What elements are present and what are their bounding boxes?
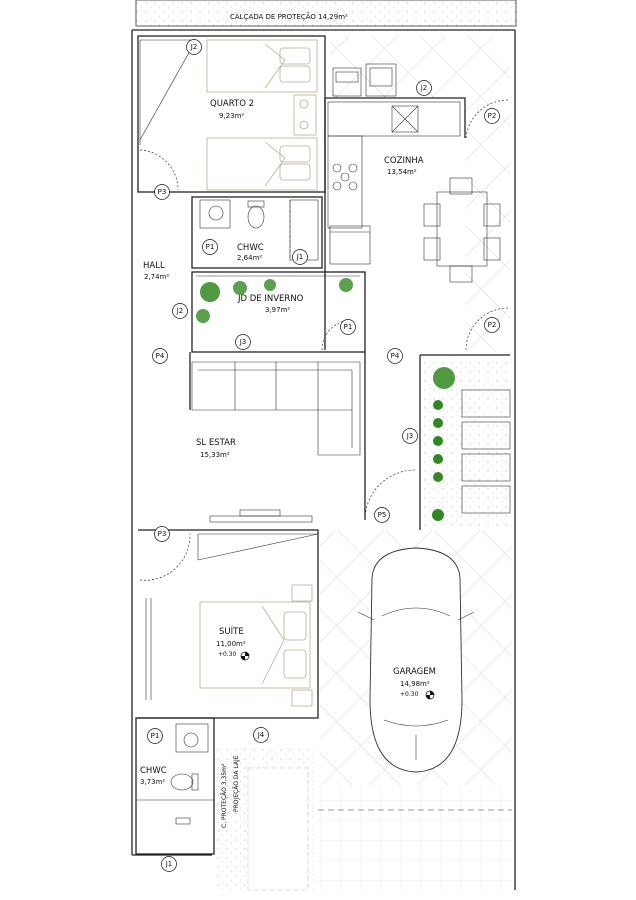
jardim-name: JD DE INVERNO bbox=[237, 294, 304, 304]
level-marker-icon bbox=[240, 651, 250, 661]
outer-walls bbox=[131, 29, 516, 890]
side-garden bbox=[419, 354, 511, 530]
tag-j1-bottom: J1 bbox=[161, 856, 177, 872]
estar-area: 15,33m² bbox=[200, 451, 230, 459]
estar-name: SL ESTAR bbox=[196, 438, 236, 448]
room-garagem: GARAGEM 14,98m² +0.30 bbox=[320, 530, 512, 785]
cozinha-area: 13,54m² bbox=[387, 168, 417, 176]
sidewalk-strip: CALÇADA DE PROTEÇÃO 14,29m² bbox=[135, 0, 517, 27]
tag-p2-mid: P2 bbox=[484, 317, 500, 333]
tag-p2-top: P2 bbox=[484, 108, 500, 124]
protection-note: C. PROTEÇÃO 3,35m² bbox=[221, 763, 228, 828]
svg-text:J2: J2 bbox=[190, 43, 198, 51]
hall-area: 2,74m² bbox=[144, 273, 169, 281]
suite-name: SUÍTE bbox=[219, 625, 244, 637]
svg-text:P1: P1 bbox=[344, 323, 353, 331]
tag-p3-suite: P3 bbox=[154, 526, 170, 542]
level-marker-icon bbox=[425, 690, 435, 700]
room-chwc-bottom: CHWC 3,73m² bbox=[135, 717, 215, 855]
svg-text:P3: P3 bbox=[158, 188, 167, 196]
tag-p4-left: P4 bbox=[152, 348, 168, 364]
svg-text:P5: P5 bbox=[378, 511, 387, 519]
tag-j2-jardim: J2 bbox=[172, 303, 188, 319]
svg-text:P4: P4 bbox=[391, 352, 400, 360]
plant-icon bbox=[432, 367, 455, 521]
garagem-area: 14,98m² bbox=[400, 680, 430, 688]
tag-j2-quarto: J2 bbox=[186, 39, 202, 55]
tag-j3-jardim: J3 bbox=[235, 334, 251, 350]
tag-p1-bath: P1 bbox=[147, 728, 163, 744]
svg-text:J3: J3 bbox=[406, 432, 414, 440]
room-sala-estar: SL ESTAR 15,33m² bbox=[189, 352, 416, 523]
room-hall: HALL 2,74m² bbox=[143, 261, 169, 281]
plant-icon bbox=[196, 278, 353, 323]
tag-j2-cozinha: J2 bbox=[416, 80, 432, 96]
svg-text:J2: J2 bbox=[420, 84, 428, 92]
suite-level: +0.30 bbox=[218, 651, 237, 658]
garagem-name: GARAGEM bbox=[393, 667, 436, 677]
svg-text:J1: J1 bbox=[296, 253, 304, 261]
tag-j1-chwc: J1 bbox=[292, 249, 308, 265]
svg-text:J3: J3 bbox=[239, 338, 247, 346]
chwc-bottom-area: 3,73m² bbox=[140, 778, 165, 786]
svg-text:P1: P1 bbox=[206, 243, 215, 251]
jardim-area: 3,97m² bbox=[265, 306, 290, 314]
tag-j4: J4 bbox=[253, 727, 269, 743]
tags: J2 J2 P2 P3 P1 J1 J2 P1 P2 J3 P4 P4 J3 P… bbox=[147, 39, 500, 872]
quarto2-area: 9,23m² bbox=[219, 112, 244, 120]
tag-p3-hall: P3 bbox=[154, 184, 170, 200]
svg-text:P3: P3 bbox=[158, 530, 167, 538]
slab-projection-note: PROJEÇÃO DA LAJE bbox=[233, 755, 240, 812]
svg-text:P4: P4 bbox=[156, 352, 165, 360]
tag-p1-jardim: P1 bbox=[340, 319, 356, 335]
bottom-outdoor: C. PROTEÇÃO 3,35m² PROJEÇÃO DA LAJE bbox=[216, 748, 512, 891]
hall-name: HALL bbox=[143, 261, 165, 271]
svg-text:P1: P1 bbox=[151, 732, 160, 740]
svg-text:J2: J2 bbox=[176, 307, 184, 315]
room-chwc-top: CHWC 2,64m² bbox=[191, 196, 323, 269]
chwc-top-area: 2,64m² bbox=[237, 254, 262, 262]
room-suite: SUÍTE 11,00m² +0.30 bbox=[138, 529, 319, 719]
svg-text:J4: J4 bbox=[257, 731, 265, 739]
svg-text:P2: P2 bbox=[488, 112, 497, 120]
room-cozinha: COZINHA 13,54m² bbox=[324, 97, 509, 351]
suite-area: 11,00m² bbox=[216, 640, 246, 648]
car-icon bbox=[357, 547, 475, 773]
chwc-bottom-name: CHWC bbox=[140, 766, 167, 776]
svg-text:P2: P2 bbox=[488, 321, 497, 329]
tag-p4-right: P4 bbox=[387, 348, 403, 364]
sidewalk-label: CALÇADA DE PROTEÇÃO 14,29m² bbox=[230, 12, 348, 21]
room-jardim-inverno: JD DE INVERNO 3,97m² bbox=[191, 271, 366, 353]
garagem-level: +0.30 bbox=[400, 691, 419, 698]
chwc-top-name: CHWC bbox=[237, 243, 264, 253]
quarto2-name: QUARTO 2 bbox=[210, 99, 254, 109]
tag-p1-chwc: P1 bbox=[202, 239, 218, 255]
cozinha-name: COZINHA bbox=[384, 156, 424, 166]
room-quarto-2: QUARTO 2 9,23m² bbox=[137, 35, 326, 193]
tag-j3-garden: J3 bbox=[402, 428, 418, 444]
svg-text:J1: J1 bbox=[165, 860, 173, 868]
tag-p5: P5 bbox=[374, 507, 390, 523]
